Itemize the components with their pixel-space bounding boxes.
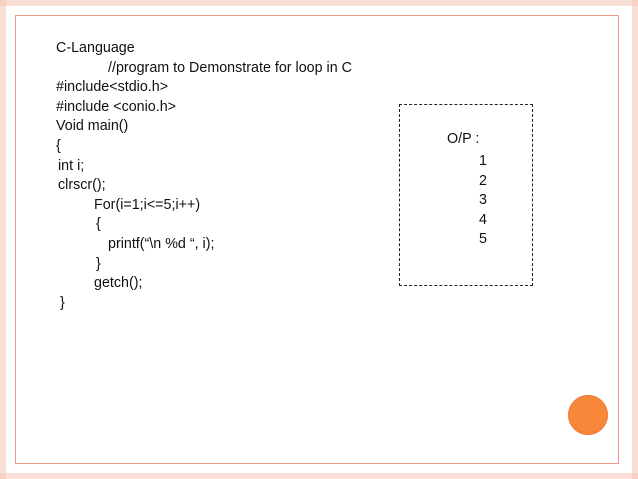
decorative-circle-icon [568, 395, 608, 435]
output-box: O/P : 1 2 3 4 5 [399, 104, 533, 286]
code-line-for: For(i=1;i<=5;i++) [94, 196, 201, 213]
code-line-main: Void main() [56, 118, 129, 135]
output-value: 1 [479, 153, 487, 169]
slide-border-top [0, 0, 638, 6]
output-values: 1 2 3 4 5 [479, 152, 487, 250]
code-line-for-open-brace: { [96, 216, 101, 233]
output-value: 5 [479, 231, 487, 248]
slide-border-left [0, 0, 6, 479]
output-label: O/P : [447, 131, 480, 147]
code-line-include-stdio: #include<stdio.h> [56, 79, 169, 96]
code-line-comment: //program to Demonstrate for loop in C [108, 59, 352, 76]
code-line-for-close-brace: } [96, 255, 101, 272]
code-line-clrscr: clrscr(); [58, 177, 106, 194]
output-value: 2 [479, 172, 487, 189]
slide-border-right [632, 0, 638, 479]
output-value: 3 [479, 192, 487, 209]
output-value: 4 [479, 211, 487, 228]
code-line-open-brace: { [56, 137, 61, 154]
code-line-getch: getch(); [94, 275, 143, 292]
code-line-include-conio: #include <conio.h> [56, 98, 177, 115]
slide-frame [15, 15, 619, 464]
code-line-declare: int i; [58, 157, 85, 174]
slide-border-bottom [0, 473, 638, 479]
code-listing: C-Language //program to Demonstrate for … [56, 39, 396, 313]
code-line-close-brace: } [60, 294, 65, 311]
code-line-title: C-Language [56, 40, 135, 56]
code-line-printf: printf(“\n %d “, i); [108, 235, 215, 252]
